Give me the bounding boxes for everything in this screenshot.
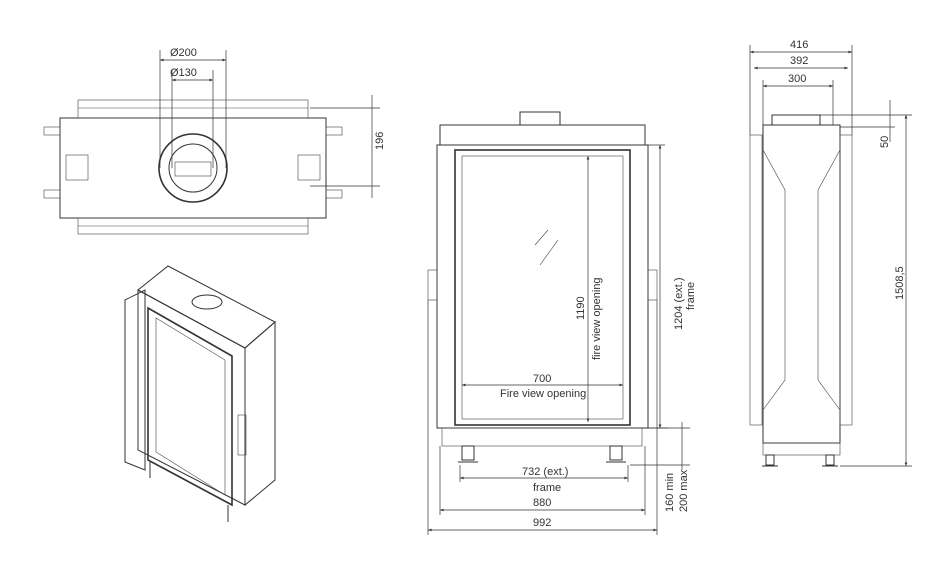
leg-min-label: 160 min (664, 473, 676, 512)
width-300-label: 300 (788, 73, 806, 85)
frame-width-caption: frame (533, 482, 561, 494)
total-height-label: 1508,5 (894, 266, 906, 300)
overall-width-label: 992 (533, 517, 551, 529)
width-392-label: 392 (790, 55, 808, 67)
frame-height-caption: frame (685, 282, 697, 310)
depth-196-label: 196 (374, 132, 386, 150)
frame-width-label: 732 (ext.) (522, 466, 568, 478)
flue-inner (168, 143, 218, 193)
isometric-view (124, 265, 276, 522)
top-view: Ø200 Ø130 196 (43, 47, 386, 235)
width-416-label: 416 (790, 39, 808, 51)
side-view: 416 392 300 50 1508,5 (749, 39, 912, 467)
flue-outer (158, 133, 228, 203)
opening-width-caption: Fire view opening (500, 388, 586, 400)
opening-height-label: 1190 (575, 296, 587, 320)
flue-height-label: 50 (879, 136, 891, 148)
opening-height-caption: fire view opening (591, 277, 603, 360)
front-view: 700 Fire view opening 1190 fire view ope… (427, 111, 697, 535)
frame-height-label: 1204 (ext.) (673, 277, 685, 330)
dia-130-label: Ø130 (170, 67, 197, 79)
dia-200-label: Ø200 (170, 47, 197, 59)
body-width-label: 880 (533, 497, 551, 509)
leg-max-label: 200 max (678, 469, 690, 512)
opening-width-label: 700 (533, 373, 551, 385)
